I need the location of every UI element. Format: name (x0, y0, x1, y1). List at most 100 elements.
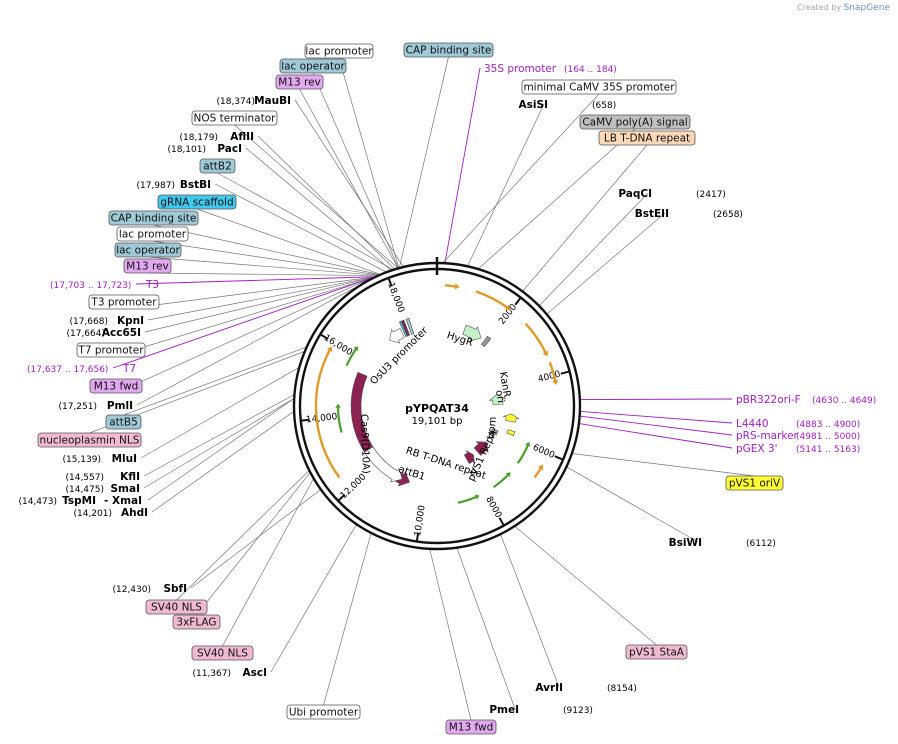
osu3-arrow (389, 327, 405, 344)
label-attb2: attB2 (203, 161, 232, 173)
leader-line (478, 128, 636, 269)
tick-mark (514, 296, 522, 306)
enzyme-bsteii: BstEII (635, 208, 669, 220)
label-nos_term: NOS terminator (194, 113, 277, 125)
label-lb_repeat: LB T-DNA repeat (604, 133, 690, 145)
green-arrow (492, 473, 510, 489)
enzyme-acc65i: Acc65I (102, 327, 141, 339)
enzyme-pos-bstbi: (17,987) (136, 181, 175, 191)
label-box-t3_promoter (88, 294, 160, 310)
enzyme-sbfi: SbfI (163, 583, 187, 595)
enzyme-pos-mlui: (15,139) (62, 455, 101, 465)
plasmid-size: 19,101 bp (412, 416, 463, 427)
label-box-cap_site_2 (108, 210, 199, 226)
primer-promoter_35s: 35S promoter (484, 63, 557, 75)
leader-line (147, 277, 372, 321)
primer-line (580, 410, 733, 424)
enzyme-pos-kpni: (17,668) (69, 317, 108, 327)
hygr-arrow (462, 324, 482, 342)
green-arrow-head (505, 472, 511, 478)
label-grna: gRNA scaffold (160, 197, 233, 209)
enzyme-kpni: KpnI (117, 315, 144, 327)
label-box-pvs1_oriv (725, 475, 784, 491)
enzyme-xmai: - XmaI (104, 495, 142, 507)
leader-lines (89, 56, 755, 721)
enzyme-asci: AscI (242, 667, 267, 679)
inner-label-kanr: KanR (497, 371, 512, 398)
tick-label: 10,000 (413, 504, 428, 537)
enzyme-ahdi: AhdI (121, 507, 148, 519)
promoter-arrow (444, 284, 457, 288)
label-box-lac_promoter_2 (116, 226, 189, 242)
tick-mark (337, 493, 346, 502)
stab-arrow (463, 450, 475, 465)
leader-line (123, 347, 306, 416)
leader-line (338, 57, 399, 268)
primer-range-l4440: (4883 .. 4900) (796, 420, 860, 430)
label-box-lac_operator_1 (279, 58, 347, 74)
enzyme-aflii: AflII (230, 131, 254, 143)
label-box-min_camv (521, 79, 677, 95)
enzyme-pos-bsteii: (2658) (713, 210, 743, 220)
enzyme-pos-ahdi: (14,201) (73, 509, 112, 519)
primer-range-pgex: (5141 .. 5163) (796, 445, 860, 455)
lb-block (481, 335, 492, 348)
label-box-camv_polya (579, 114, 691, 130)
primer-t3: T3 (145, 279, 159, 291)
enzyme-pos-aflii: (18,179) (179, 133, 218, 143)
leader-line (312, 72, 399, 268)
ubi-promoter-arrow (314, 349, 341, 479)
feature-arrow (533, 467, 543, 479)
enzyme-pos-paci: (18,101) (167, 145, 206, 155)
label-lac_operator_1: lac operator (281, 61, 345, 73)
leader-line (147, 272, 376, 276)
leader-line (443, 93, 600, 263)
primer-line (579, 423, 733, 449)
green-arrow-head (525, 441, 531, 447)
label-box-m13fwd_2 (445, 719, 497, 735)
leader-line (222, 479, 314, 647)
tick-mark (498, 517, 505, 527)
tick-mark (560, 370, 570, 375)
label-sv40_2: SV40 NLS (197, 648, 248, 660)
leader-line (539, 192, 649, 306)
leader-line (115, 278, 369, 394)
label-box-flag (172, 614, 221, 630)
primer-pgex: pGEX 3' (736, 443, 778, 455)
feature-arrow-head (542, 350, 549, 357)
label-nls: nucleoplasmin NLS (40, 435, 140, 447)
label-box-m13fwd_1 (89, 378, 143, 394)
tick-mark (387, 277, 393, 287)
label-box-lb_repeat (598, 130, 696, 146)
feature-arrows (314, 283, 559, 504)
label-box-attb5 (105, 414, 142, 430)
leader-line (234, 124, 398, 268)
green-arrow-head (474, 494, 480, 500)
leader-line (147, 398, 294, 501)
leader-line (152, 240, 378, 276)
leader-line (196, 208, 380, 275)
leader-line (123, 276, 373, 310)
enzyme-pos-maubi: (18,374) (216, 97, 255, 107)
bom-block (490, 428, 499, 436)
repa-arrow (473, 441, 489, 456)
leader-line (567, 466, 699, 543)
inner-label-cas9: Cas9(D10A) (358, 414, 371, 474)
enzyme-maubi: MauBI (254, 95, 291, 107)
leader-line (151, 411, 294, 513)
enzyme-pmli: PmlI (107, 400, 133, 412)
leader-line (136, 287, 355, 406)
enzyme-kfli: KflI (120, 471, 140, 483)
primer-range-pbr322: (4630 .. 4649) (812, 396, 876, 406)
plasmid-name: pYPQAT34 (405, 402, 469, 415)
enzyme-pos-paqci: (2417) (696, 190, 726, 200)
label-box-ubi (286, 704, 361, 720)
feature-arrow-head (552, 379, 559, 386)
label-box-sv40_1 (145, 599, 208, 615)
leader-line (196, 472, 310, 616)
label-box-lac_operator_2 (114, 242, 182, 258)
enzyme-pos-bsiwi: (6112) (746, 539, 776, 549)
leader-line (147, 256, 377, 276)
tick-label: 6000 (531, 443, 556, 461)
